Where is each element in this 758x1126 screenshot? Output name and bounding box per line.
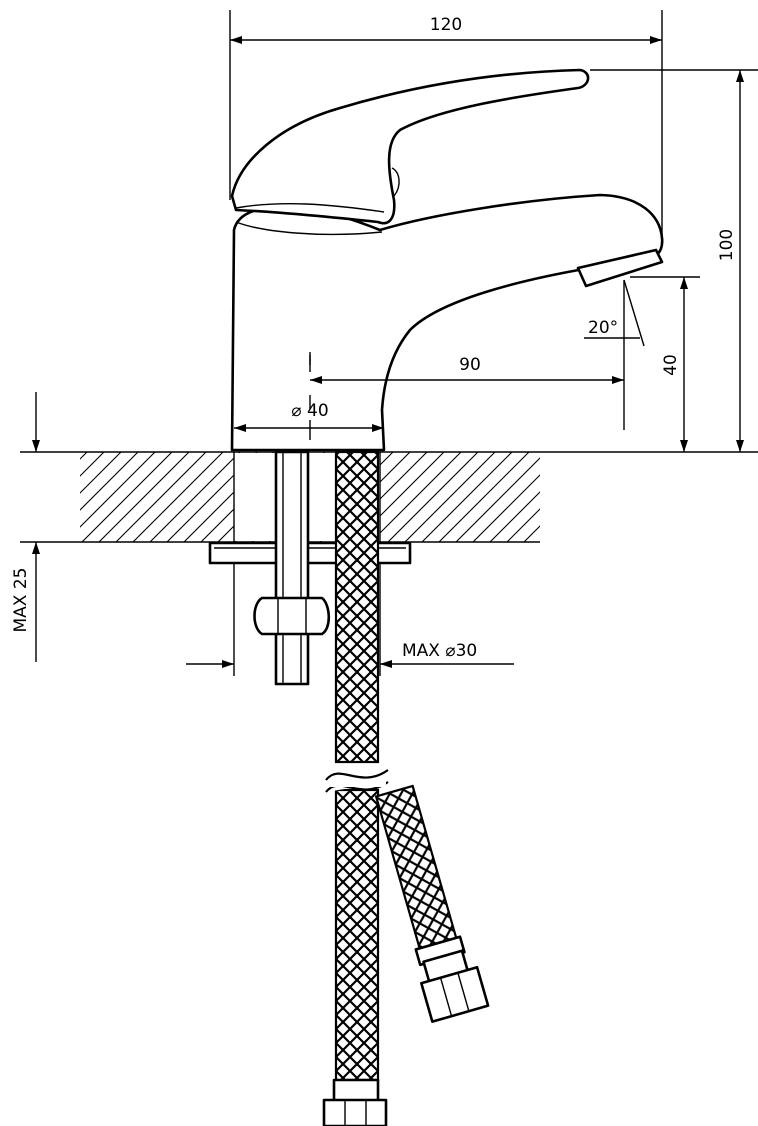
braided-hose-angled xyxy=(374,784,490,1023)
dim-spout-reach-label: 90 xyxy=(459,355,481,375)
dim-diameter-label: ⌀ 40 xyxy=(291,401,328,421)
dim-height-label: 100 xyxy=(717,229,737,261)
braided-hose-main xyxy=(322,450,389,1126)
dimension-lines xyxy=(32,10,758,668)
dim-width-label: 120 xyxy=(430,15,462,35)
faucet-body xyxy=(230,68,664,452)
dim-max-hole-label: MAX ⌀30 xyxy=(402,641,477,661)
dim-spout-height-label: 40 xyxy=(661,354,681,376)
dim-max-thickness-label: MAX 25 xyxy=(11,568,31,633)
dim-angle-label: 20° xyxy=(588,318,618,338)
